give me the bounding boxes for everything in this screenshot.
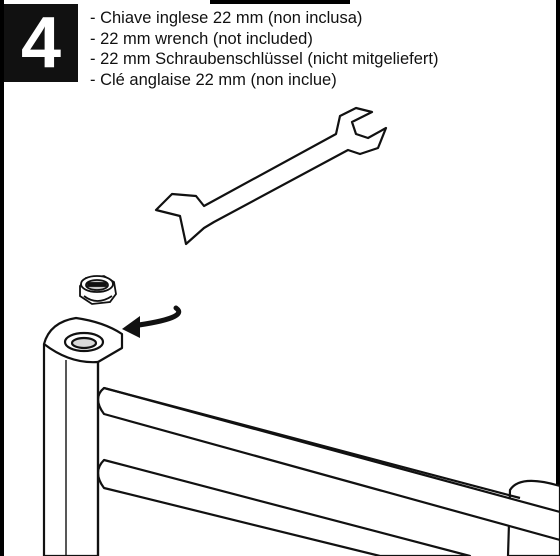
instruction-french: Clé anglaise 22 mm (non inclue) (90, 70, 438, 91)
instruction-list: Chiave inglese 22 mm (non inclusa) 22 mm… (90, 8, 438, 90)
top-border-segment (210, 0, 350, 4)
rotation-arrow-icon (122, 305, 182, 338)
instruction-german: 22 mm Schraubenschlüssel (nicht mitgelie… (90, 49, 438, 70)
instruction-english: 22 mm wrench (not included) (90, 29, 438, 50)
instruction-italian: Chiave inglese 22 mm (non inclusa) (90, 8, 438, 29)
radiator-icon (42, 316, 560, 556)
wrench-icon (154, 106, 388, 246)
plug-fitting-icon (79, 275, 117, 305)
step-number-badge: 4 (4, 4, 78, 82)
